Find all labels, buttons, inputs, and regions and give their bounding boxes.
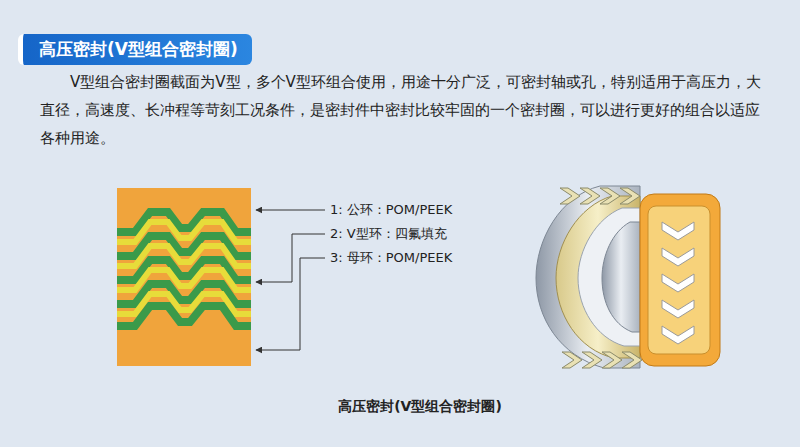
section-title: 高压密封(V型组合密封圈)	[18, 34, 252, 65]
callout-label: 2: V型环：四氟填充	[330, 225, 447, 243]
figure-caption: 高压密封(V型组合密封圈)	[338, 398, 502, 416]
callout-label: 1: 公环：POM/PEEK	[330, 201, 452, 219]
section-drawing	[117, 188, 251, 366]
description-text: V型组合密封圈截面为V型，多个V型环组合使用，用途十分广泛，可密封轴或孔，特别适…	[40, 68, 770, 152]
leader-line	[256, 258, 325, 350]
leader-line	[256, 210, 325, 211]
cutaway-3d	[536, 186, 720, 368]
callout-label: 3: 母环：POM/PEEK	[330, 249, 452, 267]
